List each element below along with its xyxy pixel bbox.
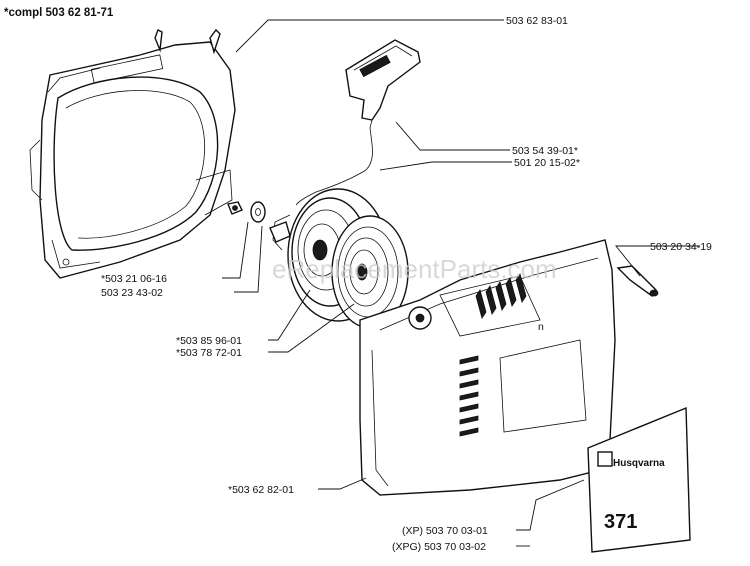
label-503-62-82-01: *503 62 82-01: [228, 484, 294, 496]
cover-mark: n: [538, 321, 544, 333]
label-503-70-03-02: (XPG) 503 70 03-02: [392, 541, 486, 553]
label-503-85-96-01: *503 85 96-01: [176, 335, 242, 347]
recoil-spring: [331, 215, 409, 329]
label-503-78-72-01: *503 78 72-01: [176, 347, 242, 359]
watermark: eReplacementParts.com: [272, 254, 557, 284]
starter-cover: n: [359, 239, 616, 496]
label-503-62-83-01: 503 62 83-01: [506, 15, 568, 27]
model-decal: Husqvarna 371: [587, 406, 691, 553]
label-503-23-43-02: 503 23 43-02: [101, 287, 163, 299]
label-503-21-06-16: *503 21 06-16: [101, 273, 167, 285]
label-503-20-34-19: 503 20 34-19: [650, 241, 712, 253]
label-503-54-39-01: 503 54 39-01*: [512, 145, 578, 157]
starter-handle: [345, 39, 421, 129]
cover-vents: [459, 273, 527, 437]
decal-model: 371: [604, 511, 637, 533]
decal-brand: Husqvarna: [613, 458, 665, 469]
fan-housing: [29, 28, 236, 279]
screw-right: [616, 265, 659, 297]
starter-rope: [295, 127, 373, 206]
washer: [250, 201, 266, 223]
leader-lines: [222, 19, 700, 547]
label-503-70-03-01: (XP) 503 70 03-01: [402, 525, 488, 537]
screw-small: [227, 201, 243, 215]
label-501-20-15-02: 501 20 15-02*: [514, 157, 580, 169]
assembly-title: *compl 503 62 81-71: [4, 7, 114, 19]
